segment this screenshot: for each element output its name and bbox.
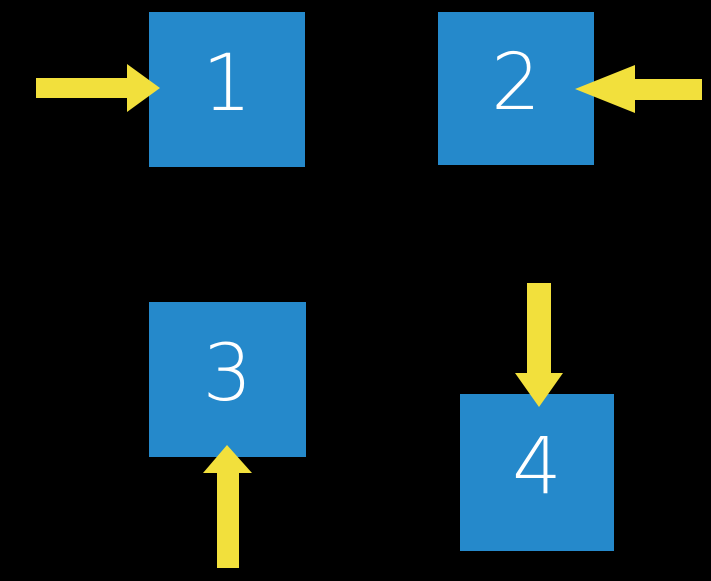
arrow-down-icon — [515, 283, 563, 407]
box-2: 2 — [438, 12, 594, 165]
box-1: 1 — [149, 12, 305, 167]
box-3-label: 3 — [202, 328, 253, 419]
arrow-up-icon — [203, 445, 252, 568]
box-2-label: 2 — [491, 37, 541, 128]
box-4: 4 — [460, 394, 614, 551]
box-3: 3 — [149, 302, 306, 457]
arrow-left-icon — [575, 65, 702, 113]
arrow-right-icon — [36, 64, 160, 112]
box-4-label: 4 — [512, 421, 562, 512]
box-1-label: 1 — [202, 38, 252, 129]
